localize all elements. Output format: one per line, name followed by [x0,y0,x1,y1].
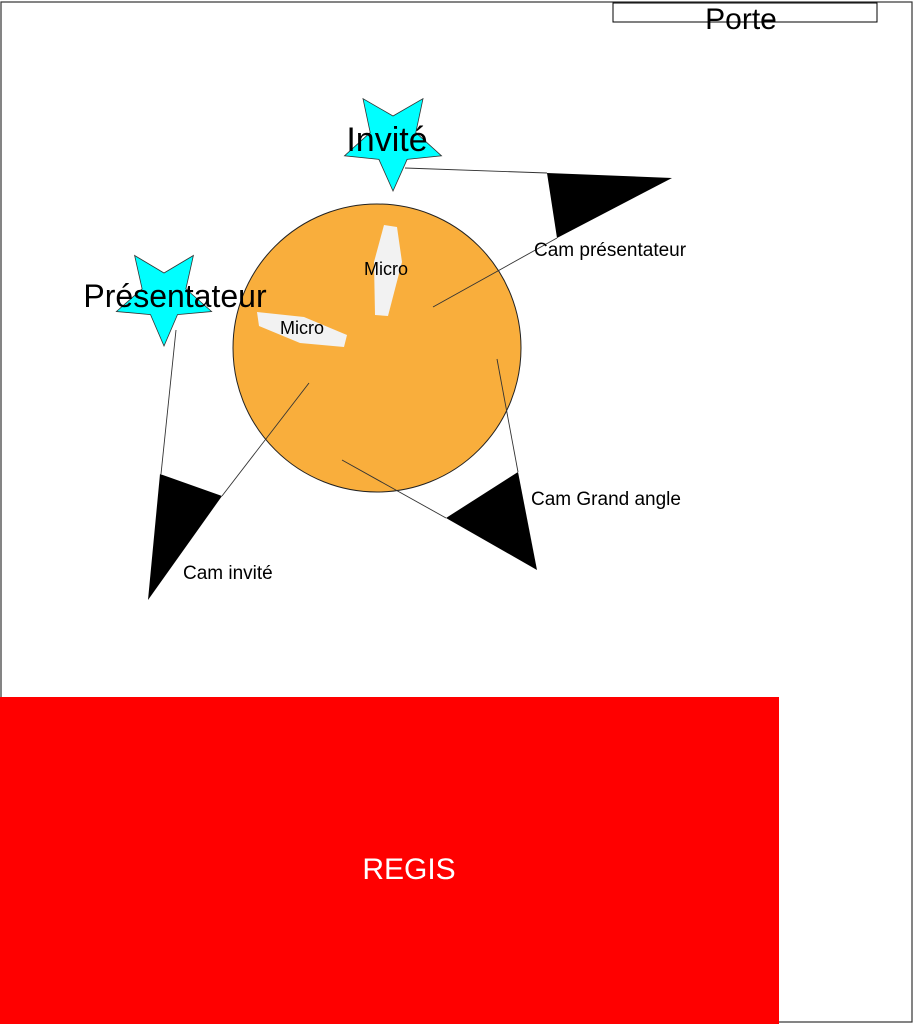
camera-guest [148,474,222,600]
control-room-label: REGIS [362,853,455,886]
table [232,203,522,493]
guest-star-icon [343,97,443,192]
sightline [341,459,447,519]
control-room [0,697,779,1024]
microphone-1 [374,225,402,316]
sightline [496,358,519,473]
camera-wide [446,472,537,570]
sightline [404,167,548,174]
microphone-1-label: Micro [364,259,408,279]
door-label: Porte [705,3,777,36]
microphone-2 [257,312,347,347]
camera-presenter [547,173,672,238]
sightline [160,329,177,475]
camera-wide-label: Cam Grand angle [531,489,681,510]
door [612,2,878,23]
camera-sightlines [160,167,558,519]
sightline [432,237,558,308]
presenter-star-icon [115,254,213,348]
guest-label: Invité [346,121,427,159]
sightline [221,382,310,497]
camera-presenter-label: Cam présentateur [534,240,687,261]
microphone-2-label: Micro [280,318,324,338]
camera-guest-label: Cam invité [183,563,273,584]
presenter-label: Présentateur [83,278,267,314]
